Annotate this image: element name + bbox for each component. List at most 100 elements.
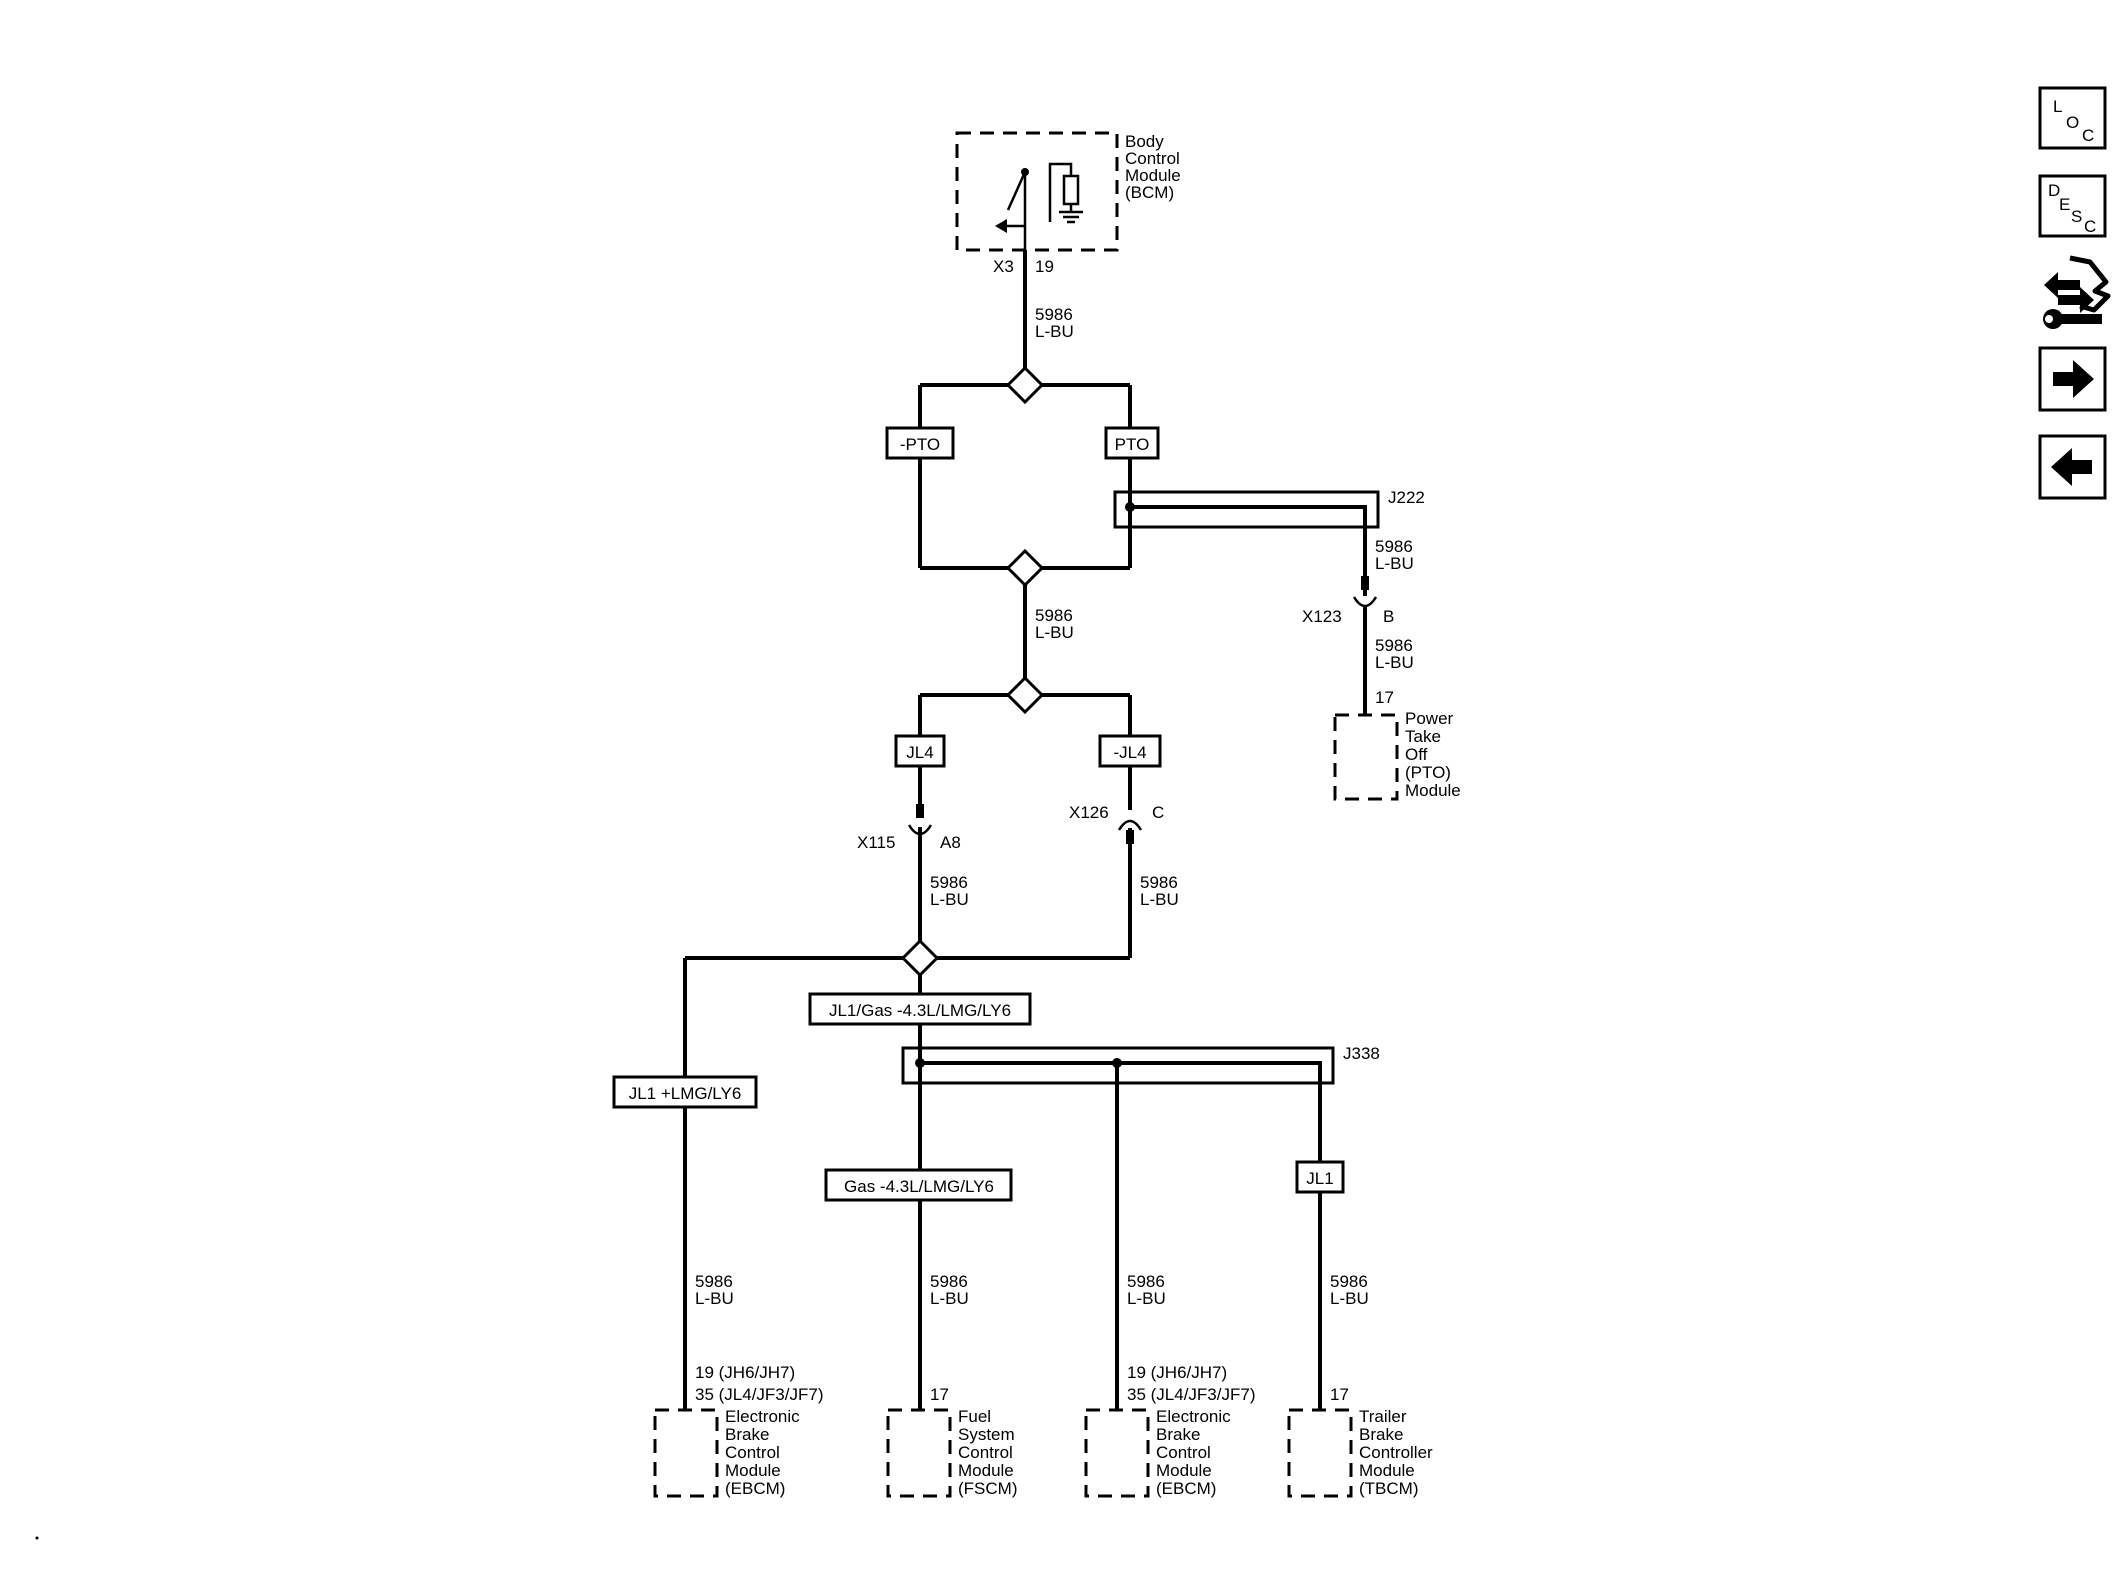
option-gas-label: Gas -4.3L/LMG/LY6 bbox=[844, 1177, 994, 1196]
tbcm-module: 17 Trailer Brake Controller Module (TBCM… bbox=[1287, 1385, 1433, 1498]
connector-x115-pin: A8 bbox=[940, 833, 961, 852]
wire-color-label: L-BU bbox=[1035, 322, 1074, 341]
bcm-switch-symbol bbox=[995, 168, 1029, 250]
tbcm-name-line: Brake bbox=[1359, 1425, 1403, 1444]
wire-circuit-label: 5986 bbox=[1127, 1272, 1165, 1291]
wires bbox=[683, 250, 1367, 1410]
pto-name-line: Module bbox=[1405, 781, 1461, 800]
wire-circuit-label: 5986 bbox=[1375, 537, 1413, 556]
fscm-name-line: (FSCM) bbox=[958, 1479, 1017, 1498]
wire-circuit-label: 5986 bbox=[930, 873, 968, 892]
loc-button[interactable]: L O C bbox=[2038, 86, 2107, 150]
ebcm-name-line: Control bbox=[725, 1443, 780, 1462]
swap-wrench-icon bbox=[2043, 255, 2111, 329]
desc-button[interactable]: D E S C bbox=[2038, 174, 2107, 238]
ebcm-pin-line: 19 (JH6/JH7) bbox=[1127, 1363, 1227, 1382]
ebcm-pin-line: 19 (JH6/JH7) bbox=[695, 1363, 795, 1382]
ebcm-outline bbox=[653, 1408, 719, 1498]
option-no-pto-label: -PTO bbox=[900, 435, 940, 454]
loc-letter: L bbox=[2053, 97, 2062, 116]
splice-j222-label: J222 bbox=[1388, 488, 1425, 507]
ebcm-module-right: 19 (JH6/JH7) 35 (JL4/JF3/JF7) Electronic… bbox=[1084, 1363, 1256, 1498]
ebcm-pin-line: 35 (JL4/JF3/JF7) bbox=[695, 1385, 824, 1404]
stray-mark bbox=[35, 1536, 39, 1540]
swap-wrench-button[interactable] bbox=[2043, 255, 2111, 329]
option-split-node bbox=[1005, 675, 1045, 715]
pto-name-line: Take bbox=[1405, 727, 1441, 746]
ebcm-module-left: 19 (JH6/JH7) 35 (JL4/JF3/JF7) Electronic… bbox=[653, 1363, 824, 1498]
wire-color-label: L-BU bbox=[1140, 890, 1179, 909]
wire-color-label: L-BU bbox=[1375, 653, 1414, 672]
arrow-left-icon bbox=[2051, 448, 2092, 486]
pto-name-line: Off bbox=[1405, 745, 1428, 764]
bcm-resistor-symbol bbox=[1048, 162, 1083, 224]
splice-pack-j222: J222 bbox=[1113, 488, 1425, 529]
bcm-name-line: (BCM) bbox=[1125, 183, 1174, 202]
wire-circuit-label: 5986 bbox=[695, 1272, 733, 1291]
bcm-connector-label: X3 bbox=[993, 257, 1014, 276]
connector-x123-pin: B bbox=[1383, 607, 1394, 626]
option-jl1-plus-label: JL1 +LMG/LY6 bbox=[629, 1084, 742, 1103]
connector-x126-name: X126 bbox=[1069, 803, 1109, 822]
wire-labels: 5986 L-BU 5986 L-BU 5986 L-BU 5986 L-BU … bbox=[695, 305, 1414, 1308]
option-split-node bbox=[1005, 365, 1045, 405]
ebcm-name-line: Module bbox=[1156, 1461, 1212, 1480]
option-split-node bbox=[900, 938, 940, 978]
tbcm-name-line: Controller bbox=[1359, 1443, 1433, 1462]
option-labels: -PTO PTO JL4 -JL4 JL1/Gas -4.3L/LMG/LY6 … bbox=[612, 426, 1345, 1202]
option-pto-label: PTO bbox=[1115, 435, 1150, 454]
wire-color-label: L-BU bbox=[930, 1289, 969, 1308]
loc-letter: O bbox=[2066, 113, 2079, 132]
next-button[interactable] bbox=[2038, 346, 2107, 412]
desc-letter: D bbox=[2048, 181, 2060, 200]
bcm-name-line: Body bbox=[1125, 132, 1164, 151]
connector-x126: X126 C bbox=[1069, 803, 1164, 844]
pto-name-line: (PTO) bbox=[1405, 763, 1451, 782]
wire-color-label: L-BU bbox=[1035, 623, 1074, 642]
tbcm-name-line: (TBCM) bbox=[1359, 1479, 1418, 1498]
connector-x123-name: X123 bbox=[1302, 607, 1342, 626]
connector-x126-pin: C bbox=[1152, 803, 1164, 822]
option-split-node bbox=[1005, 548, 1045, 588]
previous-button[interactable] bbox=[2038, 434, 2107, 500]
ebcm-name-line: (EBCM) bbox=[725, 1479, 785, 1498]
connector-x115-name: X115 bbox=[857, 833, 895, 852]
bcm-module: Body Control Module (BCM) X3 19 bbox=[955, 131, 1181, 276]
ebcm-outline bbox=[1084, 1408, 1150, 1498]
wire-circuit-label: 5986 bbox=[1035, 606, 1073, 625]
wire-circuit-label: 5986 bbox=[1035, 305, 1073, 324]
wire-color-label: L-BU bbox=[930, 890, 969, 909]
desc-letter: E bbox=[2059, 195, 2070, 214]
pto-module: 17 Power Take Off (PTO) Module bbox=[1333, 688, 1461, 801]
pto-outline bbox=[1333, 713, 1399, 801]
ebcm-name-line: Module bbox=[725, 1461, 781, 1480]
connector-x123: X123 B bbox=[1302, 576, 1394, 626]
ebcm-name-line: Electronic bbox=[725, 1407, 800, 1426]
option-jl4-label: JL4 bbox=[906, 743, 933, 762]
option-jl1-gas-label: JL1/Gas -4.3L/LMG/LY6 bbox=[829, 1001, 1011, 1020]
splice-pack-j338: J338 bbox=[901, 1044, 1380, 1085]
fscm-outline bbox=[886, 1408, 952, 1498]
option-no-jl4-label: -JL4 bbox=[1113, 743, 1146, 762]
wire-circuit-label: 5986 bbox=[930, 1272, 968, 1291]
wire-color-label: L-BU bbox=[695, 1289, 734, 1308]
desc-letter: S bbox=[2071, 207, 2082, 226]
tbcm-name-line: Module bbox=[1359, 1461, 1415, 1480]
wire-color-label: L-BU bbox=[1330, 1289, 1369, 1308]
fscm-name-line: Fuel bbox=[958, 1407, 991, 1426]
wire-circuit-label: 5986 bbox=[1375, 636, 1413, 655]
bcm-name-line: Control bbox=[1125, 149, 1180, 168]
fscm-name-line: System bbox=[958, 1425, 1015, 1444]
ebcm-name-line: Brake bbox=[1156, 1425, 1200, 1444]
ebcm-pin-line: 35 (JL4/JF3/JF7) bbox=[1127, 1385, 1256, 1404]
bcm-pin-label: 19 bbox=[1035, 257, 1054, 276]
wire-color-label: L-BU bbox=[1375, 554, 1414, 573]
tbcm-outline bbox=[1287, 1408, 1353, 1498]
wire-circuit-label: 5986 bbox=[1330, 1272, 1368, 1291]
bcm-outline bbox=[955, 131, 1119, 252]
fscm-module: 17 Fuel System Control Module (FSCM) bbox=[886, 1385, 1017, 1498]
wire-color-label: L-BU bbox=[1127, 1289, 1166, 1308]
ebcm-name-line: Electronic bbox=[1156, 1407, 1231, 1426]
splice-j338-label: J338 bbox=[1343, 1044, 1380, 1063]
